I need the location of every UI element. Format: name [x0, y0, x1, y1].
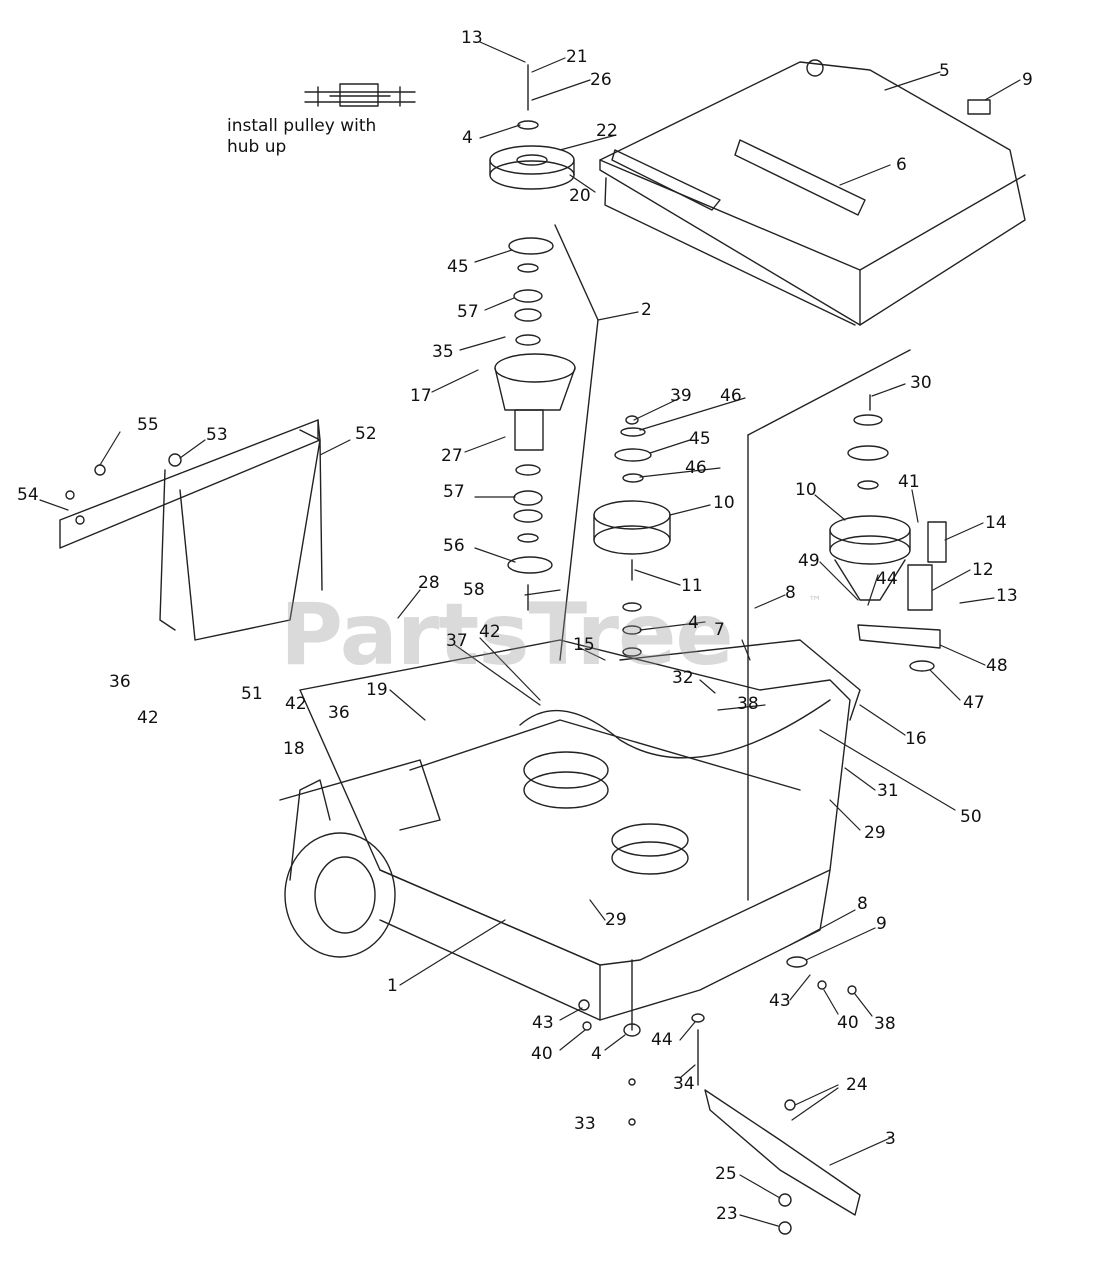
part-label: 40	[531, 1044, 553, 1064]
part-label: 30	[910, 373, 932, 393]
cutting-blade	[704, 1089, 861, 1235]
part-label: 46	[685, 458, 707, 478]
part-label: 5	[939, 61, 950, 81]
part-label: 58	[463, 580, 485, 600]
part-label: 44	[651, 1030, 673, 1050]
part-label: 14	[985, 513, 1007, 533]
part-label: 36	[328, 703, 350, 723]
part-label: 10	[713, 493, 735, 513]
part-label: 26	[590, 70, 612, 90]
part-label: 12	[972, 560, 994, 580]
part-label: 35	[432, 342, 454, 362]
part-label: 42	[479, 622, 501, 642]
idler-assembly	[747, 349, 947, 901]
part-label: 2	[641, 300, 652, 320]
part-label: 11	[681, 576, 703, 596]
part-label: 28	[418, 573, 440, 593]
part-label: 42	[285, 694, 307, 714]
part-label: 46	[720, 386, 742, 406]
part-label: 8	[785, 583, 796, 603]
part-label: 18	[283, 739, 305, 759]
part-label: 9	[876, 914, 887, 934]
part-label: 41	[898, 472, 920, 492]
caster-wheel	[279, 759, 441, 958]
part-label: 24	[846, 1075, 868, 1095]
part-label: 21	[566, 47, 588, 67]
part-label: 40	[837, 1013, 859, 1033]
part-label: 47	[963, 693, 985, 713]
deck-cover-shape	[599, 59, 1026, 326]
part-label: 4	[591, 1044, 602, 1064]
part-label: 3	[885, 1129, 896, 1149]
part-label: 57	[443, 482, 465, 502]
install-note-line1: install pulley with	[227, 116, 377, 136]
part-label: 29	[864, 823, 886, 843]
part-label: 53	[206, 425, 228, 445]
part-label: 38	[737, 694, 759, 714]
part-label: 43	[769, 991, 791, 1011]
part-label: 43	[532, 1013, 554, 1033]
part-label: 31	[877, 781, 899, 801]
part-label: 57	[457, 302, 479, 322]
part-label: 32	[672, 668, 694, 688]
part-label: 39	[670, 386, 692, 406]
install-note: install pulley with hub up	[227, 116, 376, 159]
part-label: 13	[996, 586, 1018, 606]
part-label: 42	[137, 708, 159, 728]
part-label: 16	[905, 729, 927, 749]
part-label: 23	[716, 1204, 738, 1224]
part-label: 20	[569, 186, 591, 206]
install-note-line2: hub up	[227, 137, 287, 158]
part-label: 56	[443, 536, 465, 556]
part-label: 4	[462, 128, 473, 148]
part-label: 19	[366, 680, 388, 700]
part-label: 38	[874, 1014, 896, 1034]
part-label: 13	[461, 28, 483, 48]
part-label: 33	[574, 1114, 596, 1134]
part-label: 1	[387, 976, 398, 996]
pulley-orientation-icon	[304, 83, 416, 107]
part-label: 49	[798, 551, 820, 571]
part-label: 34	[673, 1074, 695, 1094]
lower-hardware	[578, 956, 857, 1126]
part-label: 6	[896, 155, 907, 175]
part-label: 29	[605, 910, 627, 930]
part-label: 25	[715, 1164, 737, 1184]
watermark: PartsTree	[280, 585, 734, 685]
part-label: 45	[447, 257, 469, 277]
part-label: 55	[137, 415, 159, 435]
spindle-stack	[489, 64, 599, 661]
part-label: 17	[410, 386, 432, 406]
part-label: 51	[241, 684, 263, 704]
part-label: 7	[714, 620, 725, 640]
part-label: 10	[795, 480, 817, 500]
part-label: 44	[876, 569, 898, 589]
part-label: 54	[17, 485, 39, 505]
part-label: 52	[355, 424, 377, 444]
part-label: 37	[446, 631, 468, 651]
part-label: 8	[857, 894, 868, 914]
part-label: 48	[986, 656, 1008, 676]
mower-deck	[299, 639, 861, 1021]
part-label: 15	[573, 635, 595, 655]
leader-lines	[39, 41, 1021, 1227]
part-label: 9	[1022, 70, 1033, 90]
part-label: 27	[441, 446, 463, 466]
part-label: 45	[689, 429, 711, 449]
part-label: 4	[688, 613, 699, 633]
part-label: 50	[960, 807, 982, 827]
watermark-trademark: ™	[808, 594, 822, 610]
part-label: 36	[109, 672, 131, 692]
side-bracket	[59, 419, 323, 641]
part-label: 22	[596, 121, 618, 141]
